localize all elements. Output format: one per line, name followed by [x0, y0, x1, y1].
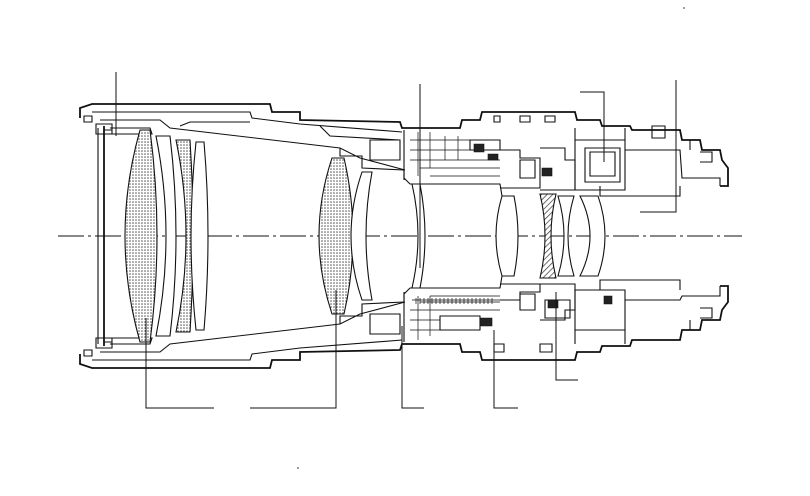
barrel-upper	[79, 103, 729, 197]
lens-element-9	[539, 193, 557, 279]
callout-line-7	[580, 91, 605, 162]
lens-element-5	[318, 157, 354, 315]
callout-line-5	[401, 326, 424, 409]
lens-element-2	[155, 135, 177, 337]
lens-element-11	[579, 195, 606, 277]
lens-element-1	[124, 129, 158, 343]
callout-line-3	[250, 290, 337, 409]
lens-element-10	[557, 195, 575, 277]
lens-element-6	[350, 171, 373, 301]
lens-group-middle	[318, 157, 426, 315]
callout-lines	[115, 72, 677, 409]
lens-element-7	[411, 183, 426, 289]
lens-group-rear	[495, 193, 606, 279]
callout-line-9	[555, 292, 578, 381]
callout-line-8	[640, 80, 677, 213]
callout-line-2	[145, 318, 214, 409]
lens-element-8	[495, 195, 519, 277]
page-marks	[297, 7, 685, 469]
callout-line-6	[493, 330, 518, 409]
front-filter-ring	[97, 126, 112, 346]
lens-group-front	[124, 129, 209, 343]
barrel-lower	[79, 275, 729, 369]
lens-element-4	[190, 141, 209, 331]
